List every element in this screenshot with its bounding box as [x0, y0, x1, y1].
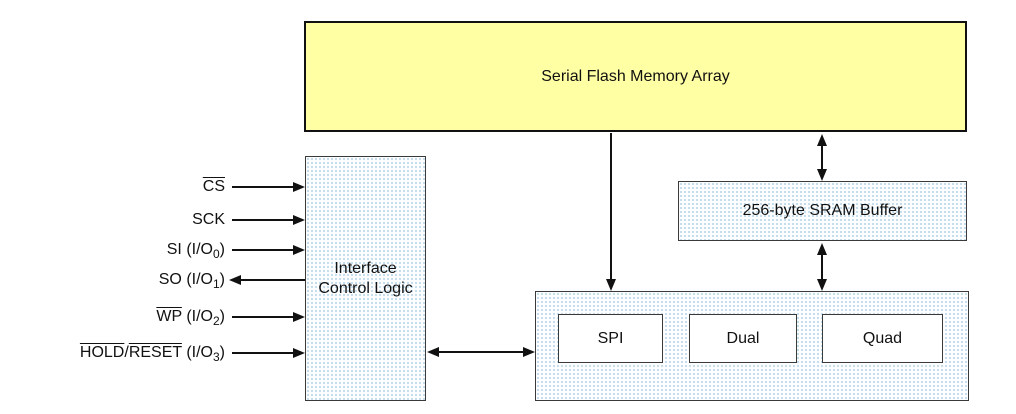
- so-text: SO (I/O: [158, 271, 213, 288]
- wp-arrow-line: [232, 316, 293, 318]
- flash-sram-arrow-up-icon: [817, 134, 827, 146]
- flash-sram-arrow-line: [821, 145, 823, 171]
- so-arrow-left-icon: [229, 275, 241, 285]
- wp-close-paren: ): [219, 308, 225, 325]
- cs-arrow-right-icon: [293, 182, 305, 192]
- so-arrow-line: [241, 279, 305, 281]
- sck-text: SCK: [192, 211, 225, 228]
- sck-arrow-right-icon: [293, 215, 305, 225]
- dual-mode-label: Dual: [726, 329, 760, 347]
- sram-bus-arrow-line: [821, 254, 823, 280]
- signal-label-sck: SCK: [0, 209, 225, 231]
- hold-reset-subscript: 3: [212, 350, 220, 365]
- hold-reset-slash: /: [124, 344, 129, 361]
- reset-overlined-text: RESET: [128, 344, 182, 361]
- si-text: SI (I/O: [166, 241, 213, 258]
- quad-mode-box: Quad: [822, 314, 943, 363]
- serial-flash-memory-array-box: Serial Flash Memory Array: [304, 21, 967, 132]
- flash-sram-arrow-down-icon: [817, 169, 827, 181]
- si-subscript: 0: [212, 247, 220, 262]
- wp-subscript: 2: [212, 314, 220, 329]
- icl-bus-arrow-left-icon: [427, 347, 439, 357]
- signal-label-hold-reset: HOLD/RESET (I/O3): [0, 342, 225, 364]
- so-subscript: 1: [212, 277, 220, 292]
- wp-arrow-right-icon: [293, 312, 305, 322]
- flash-to-bus-arrow-down-icon: [606, 279, 616, 291]
- so-close-paren: ): [219, 271, 225, 288]
- si-arrow-right-icon: [293, 245, 305, 255]
- serial-flash-memory-array-label: Serial Flash Memory Array: [541, 67, 730, 85]
- sram-bus-arrow-down-icon: [817, 279, 827, 291]
- icl-bus-arrow-line: [438, 351, 524, 353]
- quad-mode-label: Quad: [862, 329, 903, 347]
- spi-mode-label: SPI: [597, 329, 624, 347]
- signal-label-so: SO (I/O1): [0, 269, 225, 291]
- sram-buffer-label: 256-byte SRAM Buffer: [742, 202, 903, 219]
- si-close-paren: ): [219, 241, 225, 258]
- cs-overlined-text: CS: [202, 178, 225, 195]
- hold-reset-arrow-right-icon: [293, 348, 305, 358]
- signal-label-cs: CS: [0, 176, 225, 198]
- icl-bus-arrow-right-icon: [523, 347, 535, 357]
- wp-io-text: (I/O: [181, 308, 213, 325]
- hold-overlined-text: HOLD: [79, 344, 125, 361]
- wp-overlined-text: WP: [156, 308, 182, 325]
- interface-control-logic-box: Interface Control Logic: [305, 156, 426, 401]
- sram-bus-arrow-up-icon: [817, 243, 827, 255]
- hold-reset-arrow-line: [232, 352, 293, 354]
- si-arrow-line: [232, 249, 293, 251]
- spi-mode-box: SPI: [558, 314, 663, 363]
- dual-mode-box: Dual: [689, 314, 797, 363]
- interface-control-logic-label-line1: Interface: [334, 259, 397, 277]
- hold-reset-close-paren: ): [219, 344, 225, 361]
- signal-label-wp: WP (I/O2): [0, 306, 225, 328]
- sck-arrow-line: [232, 219, 293, 221]
- sram-buffer-box: 256-byte SRAM Buffer: [678, 181, 967, 241]
- flash-to-bus-arrow-line: [610, 133, 612, 280]
- interface-control-logic-label-line2: Control Logic: [318, 279, 413, 297]
- signal-label-si: SI (I/O0): [0, 239, 225, 261]
- cs-arrow-line: [232, 186, 293, 188]
- hold-reset-io-text: (I/O: [181, 344, 213, 361]
